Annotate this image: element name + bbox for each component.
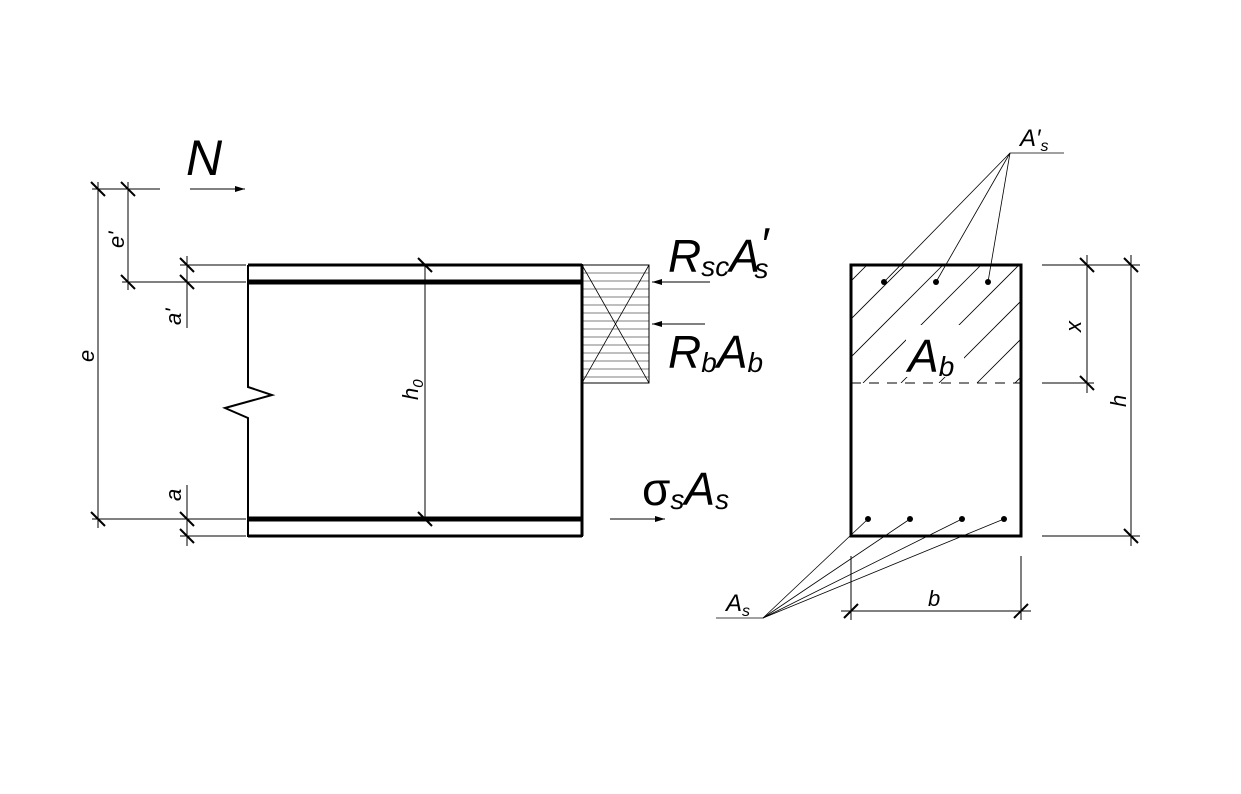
rb-label: RbAb	[668, 326, 763, 378]
as-prime-leaders	[883, 152, 1064, 283]
a-label: a	[161, 489, 186, 501]
as-leaders	[716, 518, 1005, 619]
right-dimensions	[1042, 255, 1140, 546]
b-label: b	[928, 586, 940, 611]
n-label: N	[186, 130, 223, 186]
x-label: x	[1061, 320, 1086, 333]
bottom-bars	[865, 516, 1007, 522]
h0-label: h0	[398, 379, 427, 400]
h-label: h	[1106, 395, 1131, 407]
h0-dimension: h0	[398, 257, 433, 527]
a-prime-label: a'	[161, 308, 186, 325]
as-prime-label: A′s	[1018, 125, 1049, 155]
section-outline	[849, 263, 1023, 538]
sigma-label: σsAs	[642, 463, 729, 515]
as-label: As	[724, 590, 750, 620]
left-dimensions	[90, 181, 246, 546]
b-dimension	[841, 556, 1031, 620]
elevation-view: h0 N RscA′s RbAb σsAs	[74, 130, 770, 546]
e-prime-label: e'	[104, 231, 129, 248]
rsc-label: RscA′s	[668, 218, 770, 284]
cross-section-view: Ab A′s	[716, 125, 1140, 620]
stress-block	[581, 264, 650, 384]
ab-label: Ab	[905, 330, 954, 382]
e-label: e	[74, 350, 99, 362]
